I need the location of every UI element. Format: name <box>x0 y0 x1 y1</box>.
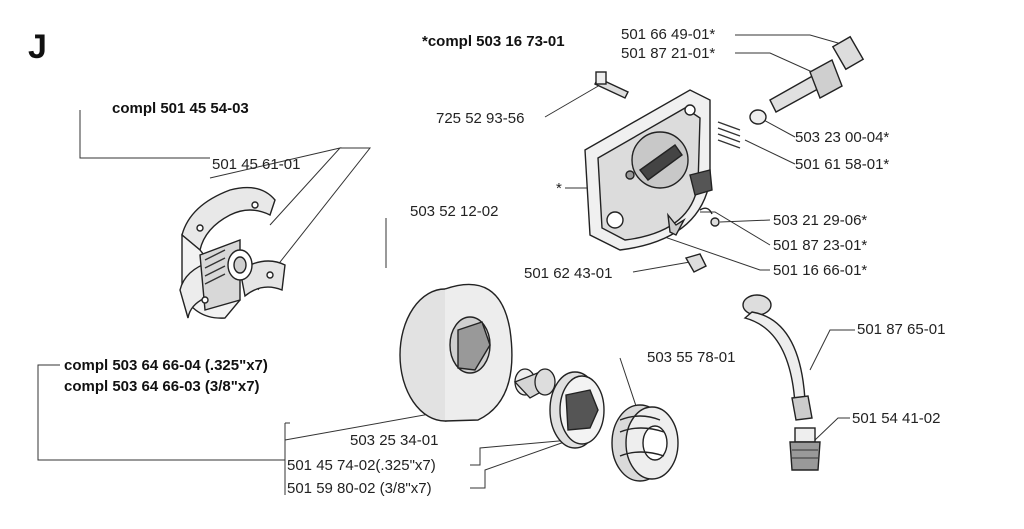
part-501-45-61-label: 501 45 61-01 <box>212 156 301 173</box>
part-503-21-29-label: 503 21 29-06* <box>773 212 868 229</box>
leader-501-87-65 <box>809 329 855 371</box>
part-501-45-74-label: 501 45 74-02(.325"x7) <box>287 457 436 474</box>
leader-501-54-41 <box>814 417 850 441</box>
leader-501-62-43 <box>632 261 691 273</box>
leader-503-21-29 <box>719 219 771 223</box>
part-501-59-80-label: 501 59 80-02 (3/8"x7) <box>287 480 432 497</box>
leader-725-52-93 <box>544 84 601 118</box>
part-725-52-93-label: 725 52 93-56 <box>436 110 525 127</box>
part-501-61-58-label: 501 61 58-01* <box>795 156 890 173</box>
leader-503-23-00 <box>759 117 796 138</box>
leader-501-87-21 <box>735 52 831 81</box>
section-letter: J <box>28 28 47 66</box>
part-501-54-41-label: 501 54 41-02 <box>852 410 941 427</box>
part-503-23-00-label: 503 23 00-04* <box>795 129 890 146</box>
leader-clutch-compl <box>79 110 210 159</box>
part-501-87-21-label: 501 87 21-01* <box>621 45 716 62</box>
part-501-62-43-label: 501 62 43-01 <box>524 265 613 282</box>
part-501-66-49-label: 501 66 49-01* <box>621 26 716 43</box>
leader-501-59-80 <box>470 439 571 489</box>
pump-compl-label: *compl 503 16 73-01 <box>422 33 565 50</box>
leader-lines <box>37 34 855 495</box>
leader-501-87-23 <box>700 211 771 246</box>
part-asterisk-label: * <box>556 180 562 197</box>
oil-hose-drawing <box>742 294 813 421</box>
part-501-87-23-label: 501 87 23-01* <box>773 237 868 254</box>
drum-compl-325-label: compl 503 64 66-04 (.325"x7) <box>64 357 268 374</box>
sprocket-drawing <box>549 371 605 449</box>
part-501-87-65-label: 501 87 65-01 <box>857 321 946 338</box>
part-501-16-66-label: 501 16 66-01* <box>773 262 868 279</box>
leader-501-45-61-b <box>257 147 372 291</box>
part-503-52-12-label: 503 52 12-02 <box>410 203 499 220</box>
leader-501-16-66 <box>629 224 770 271</box>
clutch-compl-label: compl 501 45 54-03 <box>112 100 249 117</box>
clutch-drawing <box>179 186 286 319</box>
pump-housing-drawing <box>584 35 865 273</box>
clutch-drum-drawing <box>399 283 513 422</box>
leader-501-66-49 <box>735 34 846 46</box>
leader-501-61-58 <box>744 139 796 165</box>
drum-compl-38-label: compl 503 64 66-03 (3/8"x7) <box>64 378 260 395</box>
leader-drum-compl <box>37 364 285 461</box>
bearing-drawing <box>513 368 556 399</box>
part-503-25-34-label: 503 25 34-01 <box>350 432 439 449</box>
oil-filter-drawing <box>789 427 821 471</box>
part-503-55-78-label: 503 55 78-01 <box>647 349 736 366</box>
rim-wheel-drawing <box>611 404 679 482</box>
leader-501-45-74 <box>470 439 571 466</box>
